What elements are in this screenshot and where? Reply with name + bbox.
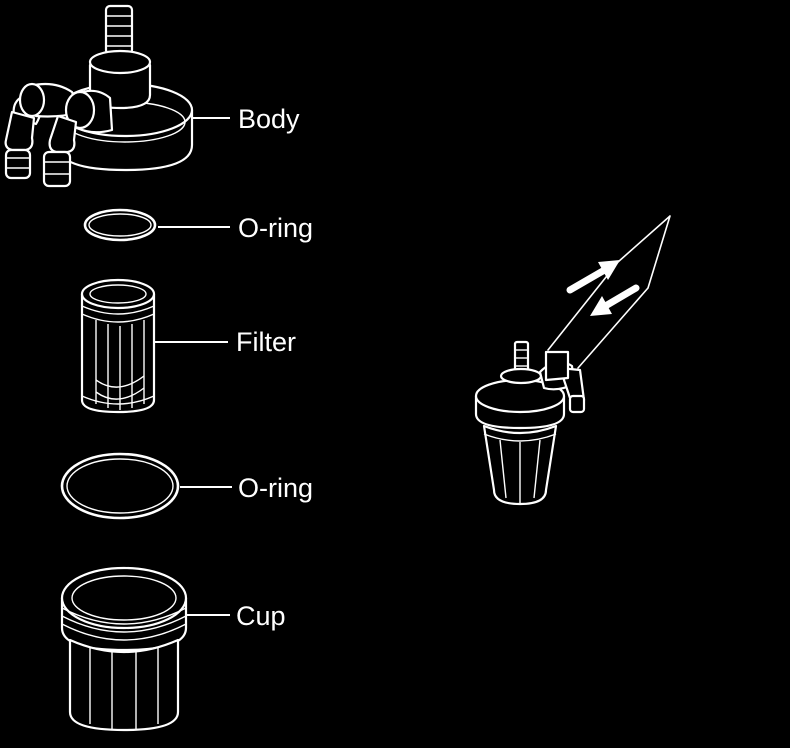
- oring-top-part: O-ring: [83, 208, 313, 243]
- body-label: Body: [238, 104, 300, 134]
- cup-label: Cup: [236, 601, 286, 631]
- body-nipple: [104, 4, 134, 56]
- flow-out-arrow: [566, 260, 620, 294]
- filter-part: Filter: [80, 278, 296, 414]
- flow-in-arrow: [590, 284, 640, 316]
- oring-bottom-part: O-ring: [60, 452, 313, 520]
- assembled-filter-view: [474, 215, 671, 506]
- body-part: Body: [4, 4, 300, 188]
- oring-bottom-label: O-ring: [238, 473, 313, 503]
- filter-label: Filter: [236, 327, 296, 357]
- body-right-fitting: [42, 89, 114, 188]
- cup-part: Cup: [60, 566, 286, 732]
- oring-top-label: O-ring: [238, 213, 313, 243]
